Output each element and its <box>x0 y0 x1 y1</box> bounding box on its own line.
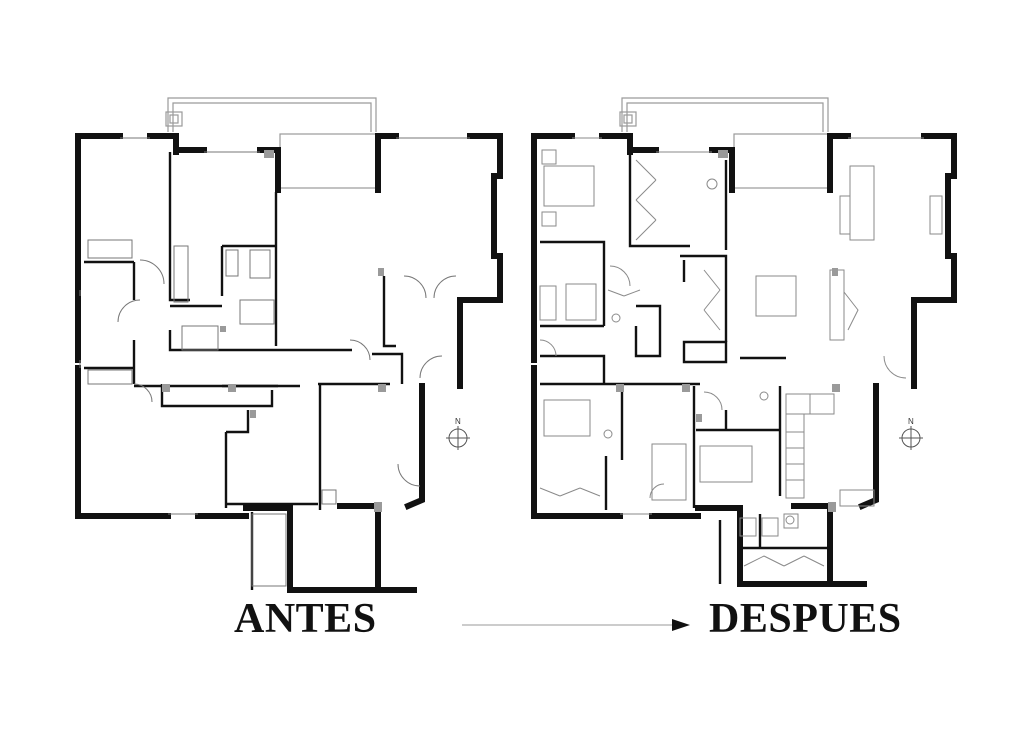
interior-walls-after <box>540 152 830 584</box>
before-label: ANTES <box>234 596 377 642</box>
exterior-walls-after <box>531 133 957 587</box>
balcony-outline <box>165 97 377 189</box>
exterior-walls <box>75 133 503 593</box>
structural-columns-after <box>616 150 840 512</box>
north-compass-icon <box>899 426 923 450</box>
structural-columns <box>162 150 386 512</box>
plan-after <box>531 97 957 587</box>
north-compass-icon <box>446 426 470 450</box>
after-label: DESPUES <box>709 596 902 642</box>
compass-letter-before: N <box>455 417 461 426</box>
plan-before <box>75 97 503 593</box>
window-and-fixture-lines <box>79 137 470 587</box>
arrow-right-icon <box>462 619 690 631</box>
compass-letter-after: N <box>908 417 914 426</box>
furniture-and-fixture-lines <box>539 137 943 567</box>
